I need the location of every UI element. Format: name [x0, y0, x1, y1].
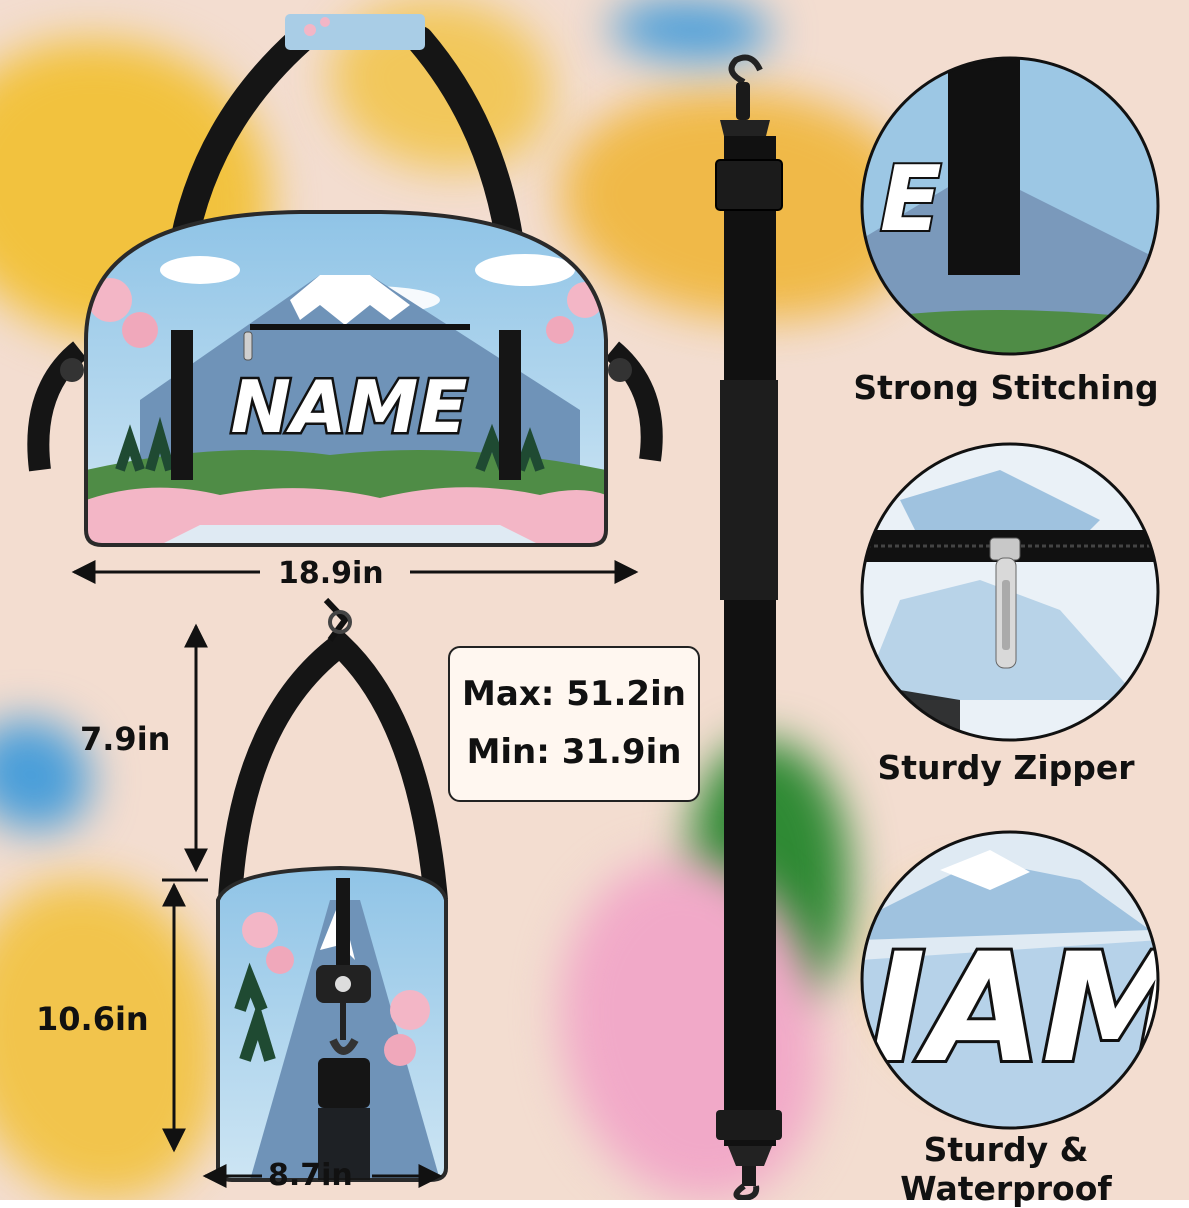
detail-circle-stitching: E [860, 56, 1160, 356]
side-bag [216, 597, 448, 1182]
shoulder-strap [715, 54, 783, 1200]
detail-letters-nam: IAM [870, 922, 1189, 1096]
detail-circle-waterproof: IAM [860, 830, 1189, 1130]
detail-circle-zipper [860, 442, 1160, 742]
main-bag: NAME [27, 14, 663, 547]
depth-label: 8.7in [268, 1158, 353, 1193]
caption-sturdy-zipper: Sturdy Zipper [877, 748, 1135, 787]
caption-sturdy-waterproof: Sturdy & Waterproof [900, 1130, 1112, 1208]
handle-height-label: 7.9in [80, 720, 171, 758]
width-label: 18.9in [278, 556, 384, 591]
handle-wrap [285, 14, 425, 50]
strap-min-label: Min: 31.9in [466, 732, 682, 772]
strap-length-box: Max: 51.2in Min: 31.9in [448, 646, 700, 802]
caption-strong-stitching: Strong Stitching [853, 368, 1159, 407]
name-label: NAME [231, 365, 468, 449]
strap-max-label: Max: 51.2in [462, 674, 686, 714]
detail-letter-e: E [880, 147, 941, 252]
body-height-label: 10.6in [36, 1000, 149, 1038]
